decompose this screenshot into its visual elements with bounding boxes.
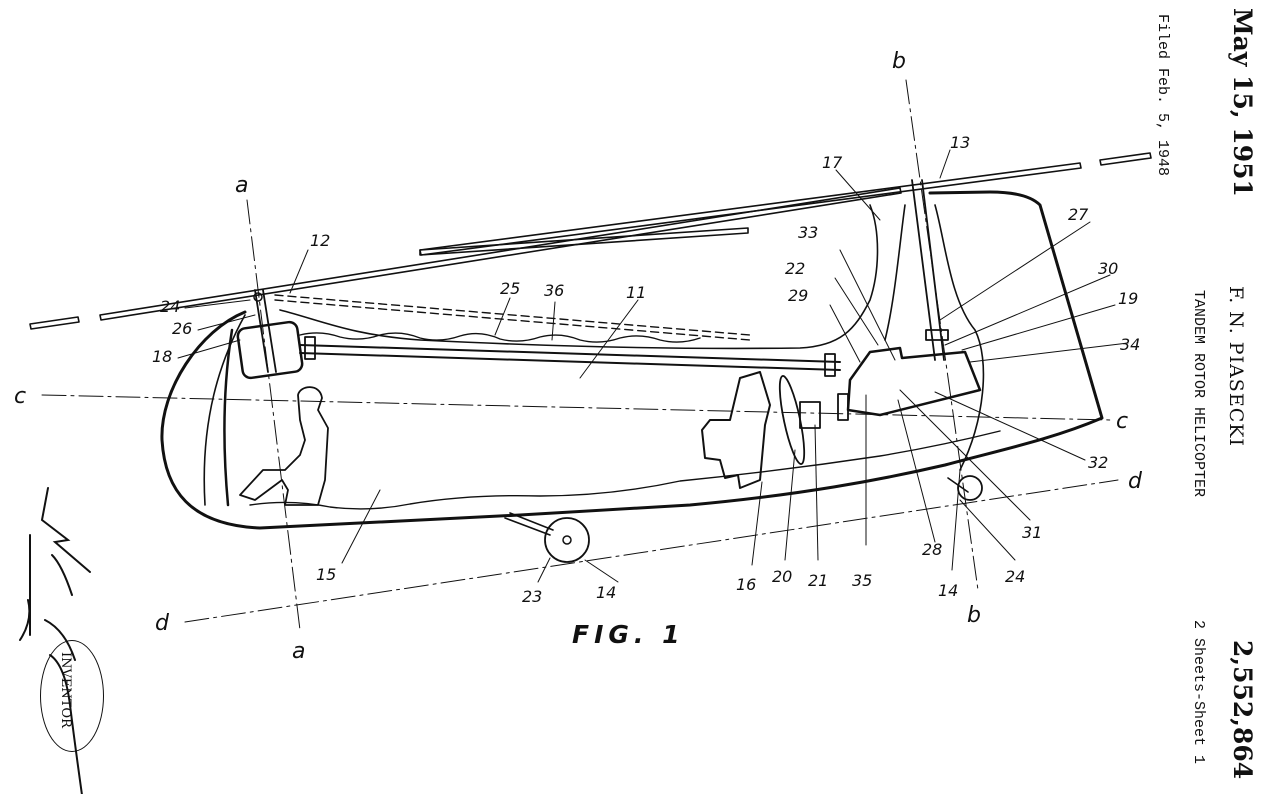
floor-line — [249, 430, 1001, 510]
ref-23: 23 — [522, 587, 542, 606]
upper-fairing — [279, 204, 879, 350]
ref-36: 36 — [544, 281, 564, 300]
ref-13: 13 — [950, 133, 970, 152]
axis-label-a-top: a — [235, 173, 248, 198]
axis-label-c-right: c — [1116, 409, 1128, 434]
ref-34: 34 — [1120, 335, 1140, 354]
ref-12: 12 — [310, 231, 330, 250]
sheet-count: 2 Sheets-Sheet 1 — [1190, 620, 1207, 765]
ref-15: 15 — [316, 565, 336, 584]
drive-shaft — [299, 344, 841, 371]
ref-29: 29 — [788, 286, 808, 305]
figure-label: FIG. 1 — [572, 620, 685, 649]
rear-gearbox — [846, 346, 982, 417]
ref-17: 17 — [822, 153, 843, 172]
patent-title: TANDEM ROTOR HELICOPTER — [1190, 290, 1207, 498]
ref-32: 32 — [1088, 453, 1108, 472]
issue-date: May 15, 1951 — [1228, 8, 1257, 197]
filing-date: Filed Feb. 5, 1948 — [1154, 14, 1171, 177]
ref-16: 16 — [736, 575, 756, 594]
inventor-stamp-text: INVENTOR — [58, 652, 73, 728]
rear-rotor-blade-tip — [1099, 152, 1152, 166]
fuselage-outline — [160, 190, 1104, 530]
axis-label-d-left: d — [155, 611, 170, 636]
front-wheel — [544, 517, 590, 563]
engine — [701, 371, 771, 489]
axis-label-c-left: c — [14, 384, 26, 409]
ref-14-rear: 14 — [938, 581, 958, 600]
axis-label-d-right: d — [1128, 469, 1143, 494]
front-mast — [254, 289, 277, 373]
cooling-fan — [778, 375, 806, 465]
rear-wheel — [957, 475, 983, 501]
front-pylon — [203, 314, 246, 506]
front-rotor-blade-tip — [29, 316, 80, 330]
axis-label-b-bottom: b — [967, 603, 981, 628]
ref-11: 11 — [626, 283, 646, 302]
axis-c — [41, 394, 1111, 421]
ref-35: 35 — [852, 571, 872, 590]
cabin-cutaway — [223, 328, 234, 507]
front-gear-strut — [504, 512, 554, 536]
ref-24-rear: 24 — [1005, 567, 1025, 586]
axis-a — [246, 199, 301, 631]
ref-28: 28 — [922, 540, 942, 559]
ref-25: 25 — [500, 279, 520, 298]
ref-21: 21 — [808, 571, 828, 590]
ref-20: 20 — [772, 567, 792, 586]
wavy-skin — [299, 332, 701, 343]
rear-rotor-blade-2 — [419, 227, 749, 256]
pilot — [239, 386, 329, 506]
axis-d — [184, 479, 1119, 623]
axis-label-a-bottom: a — [292, 639, 305, 664]
ref-30: 30 — [1098, 259, 1118, 278]
ref-27: 27 — [1068, 205, 1089, 224]
dashed-blade — [274, 294, 751, 341]
ref-26: 26 — [172, 319, 192, 338]
rear-mast — [911, 179, 945, 361]
ref-14-front: 14 — [596, 583, 616, 602]
ref-22: 22 — [785, 259, 805, 278]
patent-number: 2,552,864 — [1228, 640, 1257, 780]
ref-33: 33 — [798, 223, 818, 242]
ref-24-front: 24 — [160, 297, 180, 316]
rear-rotor-blade — [419, 162, 1082, 256]
rear-cutaway — [884, 204, 985, 471]
inventor-name: F. N. PIASECKI — [1225, 286, 1247, 447]
ref-18: 18 — [152, 347, 172, 366]
front-rotor-blade — [99, 187, 902, 321]
inventor-stamp — [40, 640, 104, 752]
ref-19: 19 — [1118, 289, 1138, 308]
axis-b — [905, 79, 979, 591]
axis-label-b-top: b — [892, 49, 906, 74]
ref-31: 31 — [1022, 523, 1042, 542]
